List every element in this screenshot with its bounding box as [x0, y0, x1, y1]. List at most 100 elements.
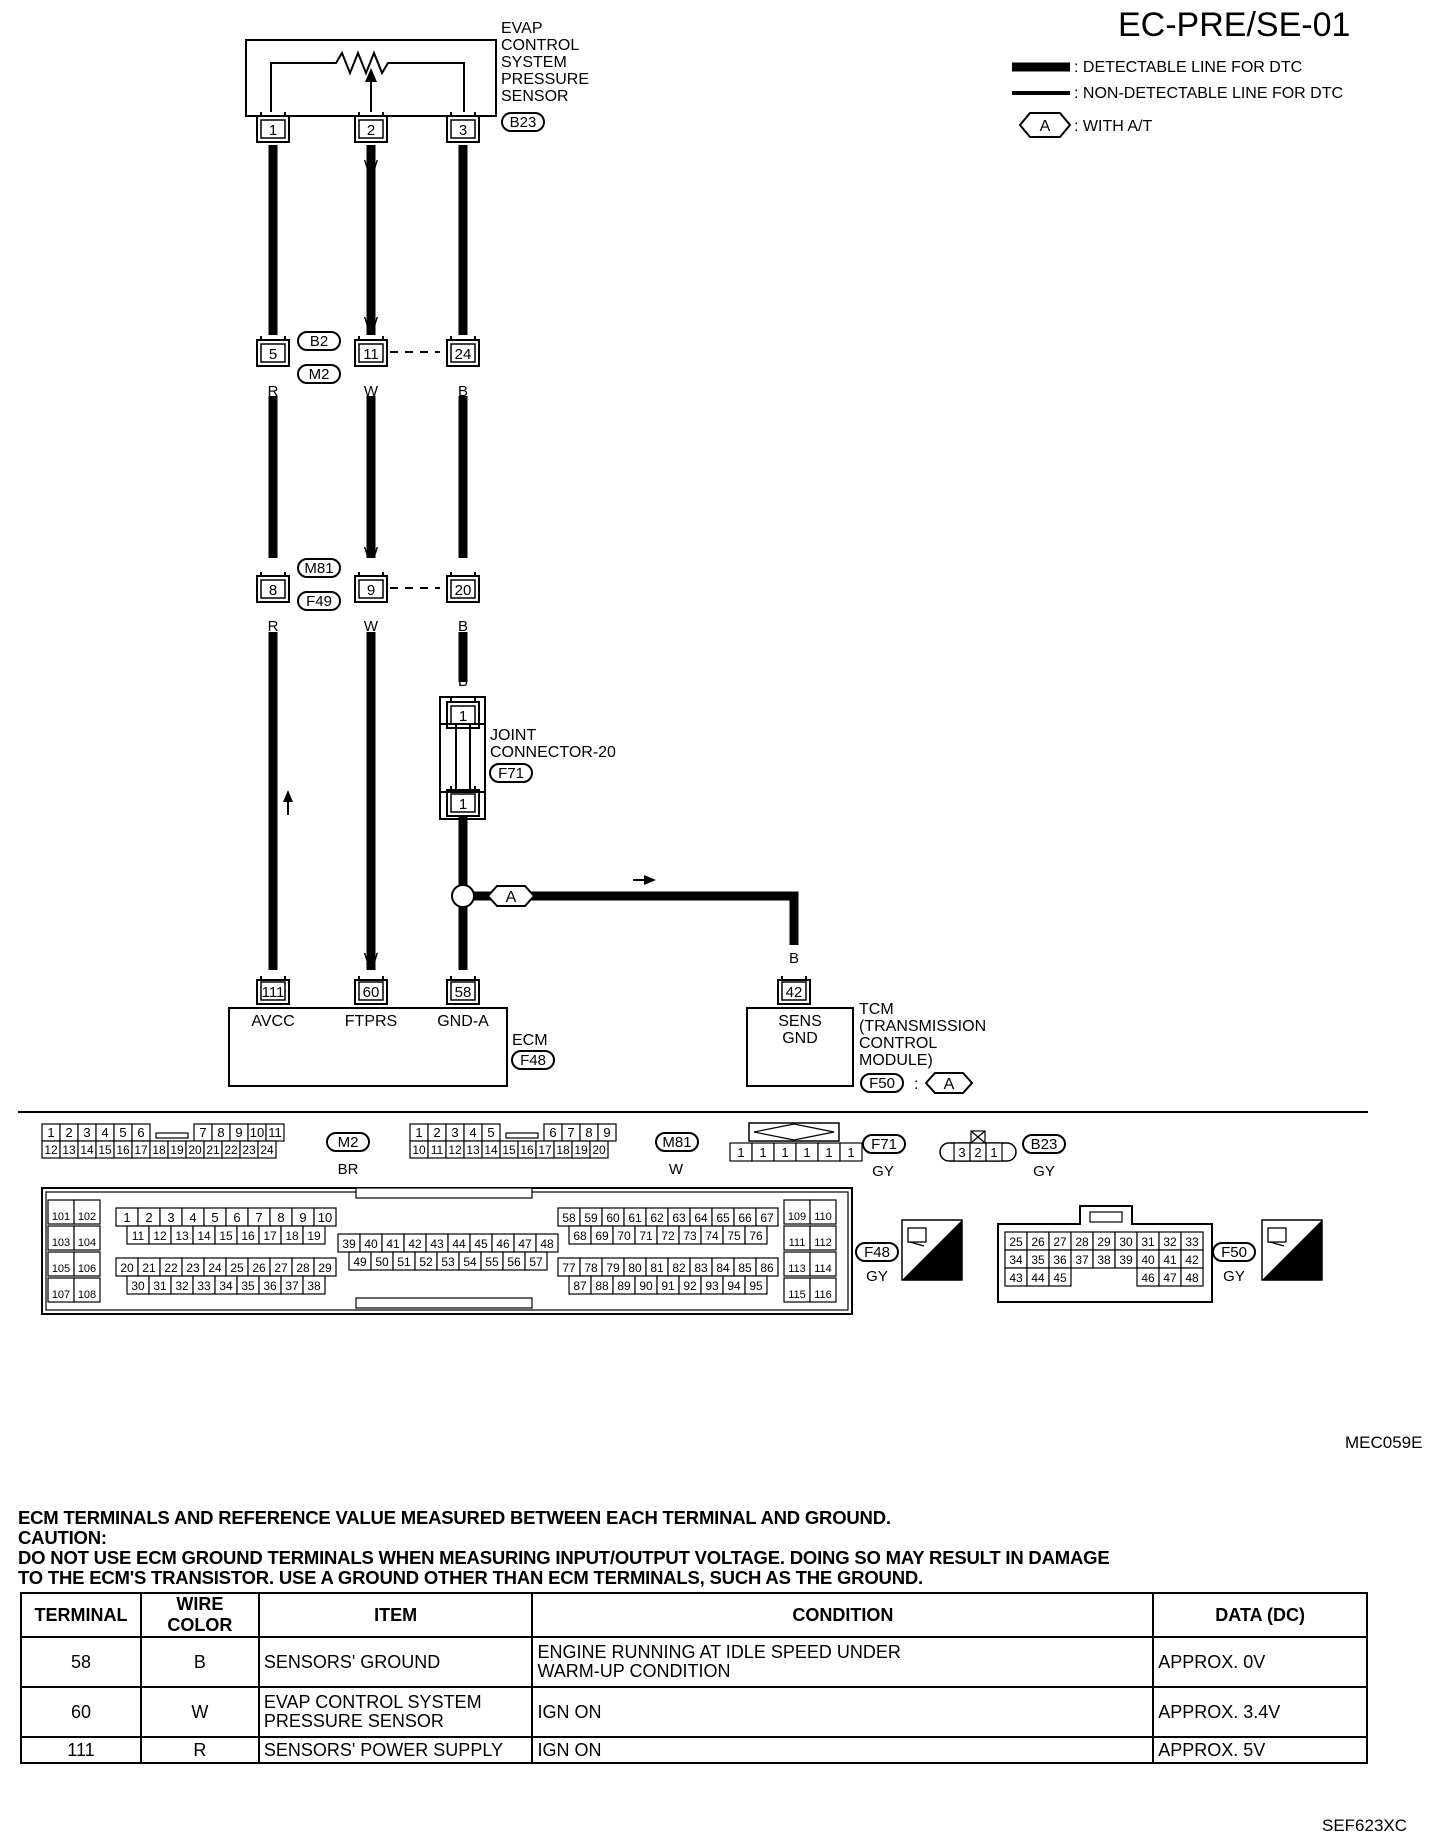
- m81-pin: 6: [549, 1125, 556, 1140]
- joint-pin-bottom: 1: [446, 786, 480, 817]
- f48-pin: 49: [353, 1255, 367, 1269]
- cell-data: APPROX. 5V: [1152, 1736, 1368, 1764]
- f48-pin: 7: [255, 1210, 262, 1225]
- m81-pin: 17: [538, 1143, 552, 1157]
- wire-color-w: W: [364, 157, 379, 174]
- joint-name-line-2: CONNECTOR-20: [490, 744, 616, 761]
- m2-id: M2: [338, 1134, 359, 1151]
- f48-pin: 55: [485, 1255, 499, 1269]
- sensor-pin-2-label: 2: [367, 122, 375, 139]
- f50-pin: 28: [1075, 1235, 1089, 1249]
- f48-pin: 3: [167, 1210, 174, 1225]
- f48-pin: 111: [789, 1237, 806, 1249]
- f48-pin: 112: [814, 1237, 832, 1249]
- m81-pin: 19: [574, 1143, 588, 1157]
- m81-pin: 11: [431, 1143, 444, 1157]
- wire-color-w: W: [364, 950, 379, 967]
- b23-pin: 3: [958, 1145, 965, 1160]
- cell-item: SENSORS' POWER SUPPLY: [257, 1736, 534, 1764]
- joint-pin-top-label: 1: [459, 708, 467, 725]
- tcm-name-line-3: CONTROL: [859, 1035, 937, 1052]
- m2-pin: 5: [119, 1125, 126, 1140]
- m2-pin: 15: [98, 1143, 112, 1157]
- b23-color: GY: [1033, 1163, 1055, 1180]
- f48-pin: 28: [296, 1261, 310, 1275]
- header-condition: CONDITION: [531, 1592, 1155, 1638]
- m81-pin: 20: [592, 1143, 606, 1157]
- f48-pin: 12: [153, 1229, 167, 1243]
- f48-pin: 101: [52, 1211, 70, 1223]
- m81-pin: 14: [484, 1143, 498, 1157]
- f48-pin: 29: [318, 1261, 332, 1275]
- f48-pin: 115: [788, 1289, 806, 1301]
- ecm-pin-1-label: 111: [262, 984, 285, 1001]
- f48-pin: 88: [595, 1279, 609, 1293]
- f50-pin: 36: [1053, 1253, 1067, 1267]
- f71-color: GY: [872, 1163, 894, 1180]
- harness2-pin-2-label: 9: [367, 582, 375, 599]
- m81-pin: 7: [567, 1125, 574, 1140]
- figure-code-2: SEF623XC: [1322, 1816, 1408, 1835]
- m81-pin: 16: [520, 1143, 534, 1157]
- f48-hs-icon: H.S.: [901, 1219, 963, 1281]
- f48-pin: 74: [705, 1229, 719, 1243]
- m81-pin: 10: [412, 1143, 426, 1157]
- f48-pin: 58: [562, 1211, 576, 1225]
- sensor-name-line-2: CONTROL: [501, 37, 579, 54]
- cell-condition: IGN ON: [531, 1686, 1155, 1738]
- f50-pin: 45: [1053, 1271, 1067, 1285]
- legend-non-detectable: : NON-DETECTABLE LINE FOR DTC: [1074, 85, 1343, 102]
- sensor-pin-3: 3: [446, 112, 480, 143]
- f48-pin: 11: [132, 1229, 145, 1243]
- f48-pin: 54: [463, 1255, 477, 1269]
- ecm-pin-2-label: 60: [363, 984, 380, 1001]
- m81-id: M81: [662, 1134, 691, 1151]
- tcm-name-line-2: (TRANSMISSION: [859, 1018, 986, 1035]
- f50-hs-icon-text: H.S.: [1289, 1258, 1322, 1277]
- f48-pin: 104: [78, 1237, 96, 1249]
- m81-pin: 18: [556, 1143, 570, 1157]
- legend-option-symbol: A: [1040, 118, 1051, 135]
- m2-pin: 4: [101, 1125, 108, 1140]
- f48-pin: 67: [760, 1211, 774, 1225]
- ecm-pin-3-label: 58: [455, 984, 472, 1001]
- f48-pin: 22: [164, 1261, 178, 1275]
- f48-pin: 35: [241, 1279, 255, 1293]
- table-row: 58 B SENSORS' GROUND ENGINE RUNNING AT I…: [20, 1636, 1368, 1688]
- f50-pin: 46: [1141, 1271, 1155, 1285]
- f48-pin: 77: [562, 1261, 576, 1275]
- f50-pin: 25: [1009, 1235, 1023, 1249]
- f50-pin: 38: [1097, 1253, 1111, 1267]
- f48-pin: 75: [727, 1229, 741, 1243]
- cell-terminal: 60: [20, 1686, 142, 1738]
- option-a-label: A: [506, 889, 517, 906]
- f48-pin: 73: [683, 1229, 697, 1243]
- f48-pin: 33: [197, 1279, 211, 1293]
- m2-pin: 16: [116, 1143, 130, 1157]
- tcm-pin-label-sens: SENS: [778, 1013, 822, 1030]
- f48-pin: 94: [727, 1279, 741, 1293]
- f48-pin: 40: [364, 1237, 378, 1251]
- f48-pin: 5: [211, 1210, 218, 1225]
- m81-pin: 4: [469, 1125, 476, 1140]
- tcm-colon: :: [914, 1076, 918, 1093]
- m2-pin: 13: [62, 1143, 76, 1157]
- b23-pin: 1: [990, 1145, 997, 1160]
- f48-pin: 81: [650, 1261, 664, 1275]
- m2-pin: 6: [137, 1125, 144, 1140]
- f48-pin: 8: [277, 1210, 284, 1225]
- harness-connector-badges: B2 M2 M81 F49: [297, 331, 341, 611]
- f48-pin: 76: [749, 1229, 763, 1243]
- f48-pin: 2: [145, 1210, 152, 1225]
- option-symbol-shape: [1018, 112, 1072, 138]
- f48-pin: 45: [474, 1237, 488, 1251]
- page-code: EC-PRE/SE-01: [1118, 6, 1350, 44]
- f48-pin: 13: [175, 1229, 189, 1243]
- sensor-name-line-3: SYSTEM: [501, 54, 567, 71]
- ecm-pin-1: 111: [256, 976, 290, 1005]
- f48-color: GY: [866, 1268, 888, 1285]
